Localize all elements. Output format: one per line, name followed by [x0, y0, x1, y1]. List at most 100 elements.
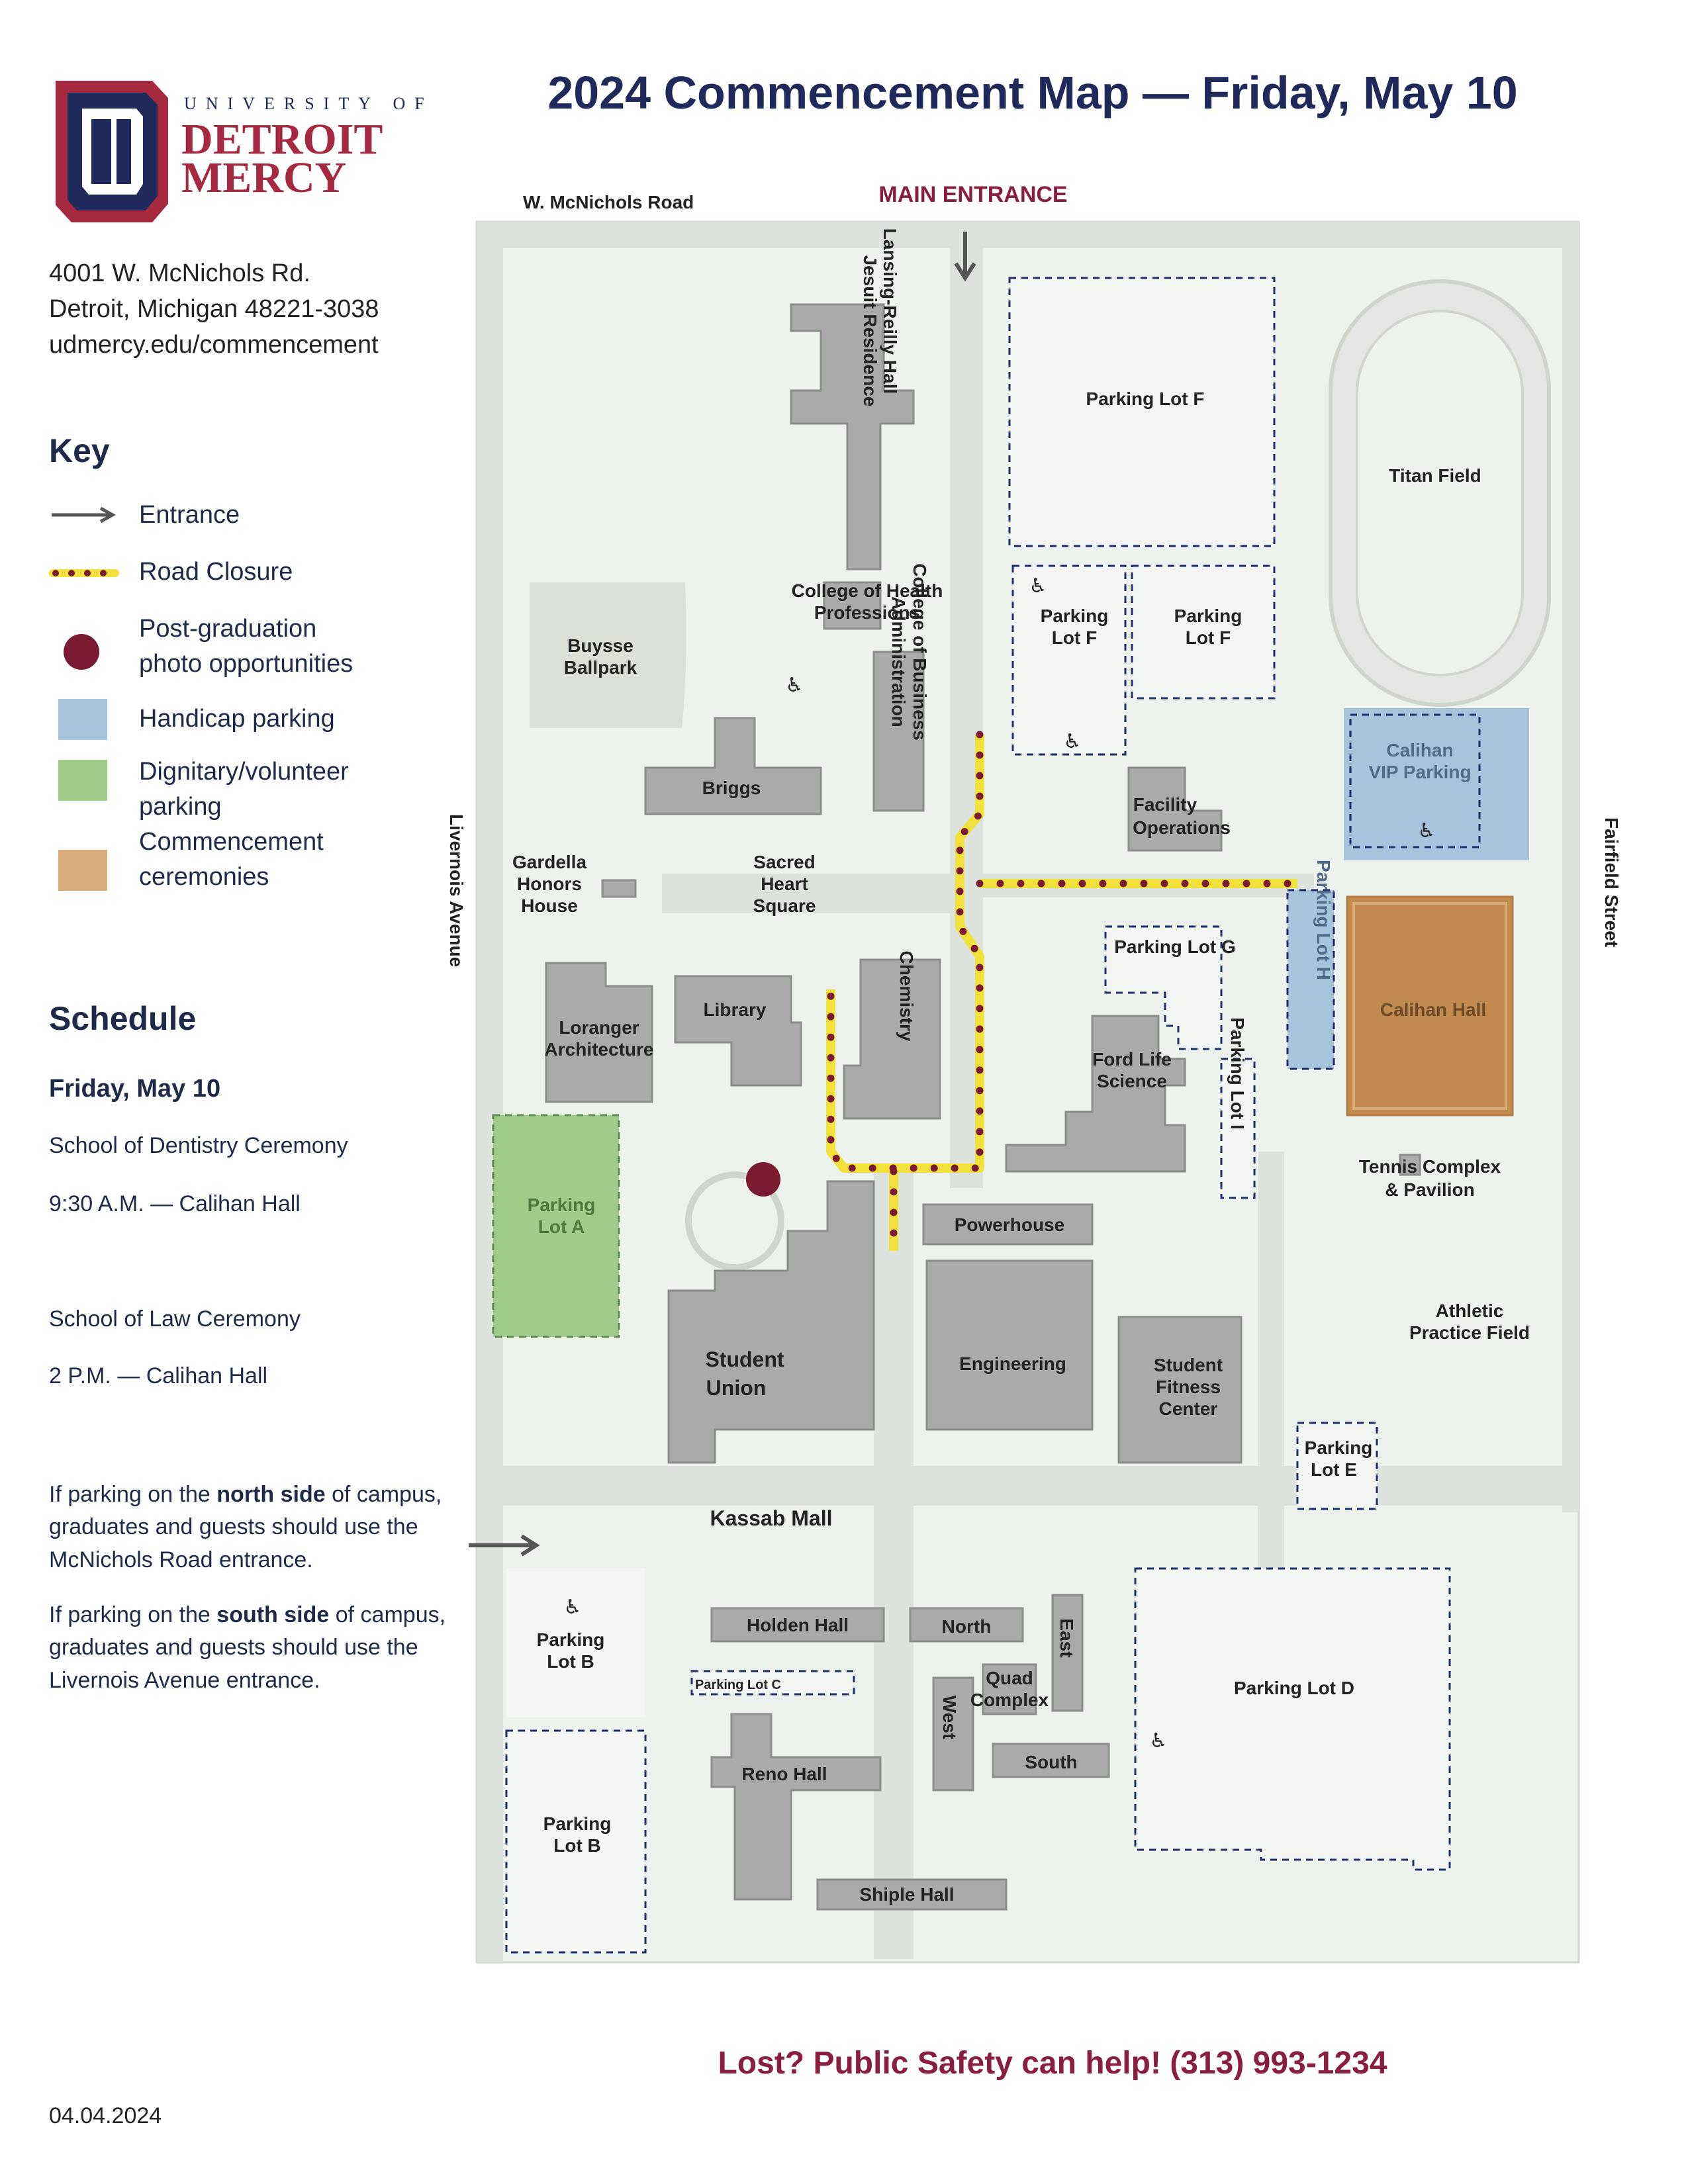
schedule-day: Friday, May 10	[49, 1075, 221, 1103]
reno-hall	[710, 1713, 882, 1901]
livernois-entrance-arrow-icon	[469, 1534, 540, 1557]
parking-lot-e	[1296, 1422, 1378, 1510]
parking-lot-f-west	[1011, 565, 1127, 756]
key-entrance-label: Entrance	[139, 501, 240, 529]
south-hall-label: South	[1025, 1752, 1077, 1772]
athletic-label1: Athletic	[1436, 1300, 1504, 1321]
handicap-icon: ♿	[1418, 819, 1436, 842]
quad-complex	[982, 1663, 1037, 1715]
titan-field-label: Titan Field	[1389, 465, 1481, 486]
powerhouse	[922, 1203, 1094, 1246]
lot-g-label: Parking Lot G	[1114, 936, 1236, 957]
lot-b2-label1: Parking	[543, 1813, 612, 1834]
north-parking-note: If parking on the north side of campus, …	[49, 1482, 442, 1572]
loranger-label2: Architecture	[545, 1039, 654, 1060]
parking-lot-b-south	[505, 1729, 647, 1954]
brand-name-line2: MERCY	[181, 154, 347, 202]
parking-lot-a	[492, 1114, 620, 1338]
tennis-label2: & Pavilion	[1385, 1179, 1474, 1200]
east-hall-label: East	[1056, 1618, 1077, 1657]
fitness-label2: Fitness	[1156, 1377, 1221, 1397]
revision-date: 04.04.2024	[49, 2103, 162, 2128]
buysse-label1: Buysse	[567, 635, 633, 656]
lot-a-label1: Parking	[528, 1195, 596, 1215]
calihan-hall	[1346, 895, 1514, 1116]
lansing-reilly-hall	[790, 303, 915, 570]
street-livernois: Livernois Avenue	[446, 814, 467, 967]
address-line2: Detroit, Michigan 48221-3038	[49, 295, 379, 323]
photo-spot-dot-icon	[64, 634, 99, 670]
university-shield-logo	[56, 81, 168, 222]
brand-name-line1: DETROIT	[181, 115, 383, 163]
parking-lot-i	[1220, 1058, 1256, 1199]
lot-a-label2: Lot A	[538, 1216, 585, 1237]
public-safety-help: Lost? Public Safety can help! (313) 993-…	[718, 2046, 1387, 2081]
kassab-mall-label: Kassab Mall	[710, 1506, 833, 1530]
handicap-swatch	[58, 699, 107, 740]
holden-hall	[710, 1607, 885, 1643]
road-closure-line-icon	[49, 569, 119, 577]
parking-lot-f-north	[1008, 277, 1276, 547]
key-handicap-label: Handicap parking	[139, 705, 335, 733]
south-hall	[992, 1743, 1110, 1778]
fitness-label1: Student	[1154, 1355, 1223, 1375]
business-label1: College of Business	[910, 563, 930, 741]
street-fairfield: Fairfield Street	[1601, 817, 1622, 947]
handicap-icon: ♿	[1150, 1729, 1168, 1752]
tennis-label1: Tennis Complex	[1359, 1156, 1501, 1177]
gardella-honors-house	[601, 879, 637, 898]
vip-label2: VIP Parking	[1368, 762, 1471, 782]
address-url[interactable]: udmercy.edu/commencement	[49, 331, 379, 359]
parking-lot-b-north	[506, 1569, 645, 1717]
lot-f-big-label: Parking Lot F	[1086, 388, 1205, 409]
powerhouse-label: Powerhouse	[955, 1214, 1064, 1235]
quad-label2: Complex	[970, 1690, 1049, 1710]
reno-hall-label: Reno Hall	[741, 1764, 827, 1784]
sacred-heart-circle	[685, 1171, 784, 1271]
gardella-label3: House	[521, 895, 578, 916]
lot-e-label1: Parking	[1305, 1437, 1373, 1458]
fitness-label3: Center	[1159, 1398, 1218, 1419]
health-label1: College of Health	[792, 580, 943, 601]
facility-operations	[1127, 766, 1223, 852]
gardella-label1: Gardella	[512, 852, 586, 872]
calihan-vip-parking	[1344, 708, 1529, 860]
handicap-icons: ♿ ♿ ♿ ♿ ♿ ♿	[564, 574, 1436, 1752]
chemistry-label: Chemistry	[896, 951, 917, 1042]
ford-label2: Science	[1097, 1071, 1167, 1091]
parking-lot-d	[1134, 1567, 1451, 1871]
student-union	[667, 1180, 875, 1464]
shiple-hall-label: Shiple Hall	[859, 1884, 954, 1905]
loranger-architecture	[545, 962, 653, 1103]
college-of-health-professions	[823, 581, 882, 630]
parking-lot-g	[1104, 925, 1223, 1050]
student-union-label2: Union	[706, 1376, 767, 1400]
schedule-event2: School of Law Ceremony	[49, 1306, 301, 1332]
athletic-label2: Practice Field	[1409, 1322, 1530, 1343]
sacred-heart-label1: Sacred	[753, 852, 815, 872]
shiple-hall	[816, 1878, 1008, 1911]
chemistry	[843, 958, 941, 1120]
road-closure-route	[826, 731, 1301, 1255]
handicap-icon: ♿	[1029, 574, 1047, 598]
key-heading: Key	[49, 432, 110, 469]
student-fitness-center	[1117, 1316, 1243, 1464]
sacred-heart-label2: Heart	[761, 874, 808, 894]
library	[674, 975, 802, 1087]
sacred-heart-label3: Square	[753, 895, 816, 916]
west-hall	[932, 1676, 974, 1792]
titan-field-track	[1329, 279, 1551, 707]
lot-b1-label2: Lot B	[547, 1651, 594, 1672]
page-title: 2024 Commencement Map — Friday, May 10	[547, 67, 1518, 118]
south-parking-note: If parking on the south side of campus, …	[49, 1602, 446, 1693]
east-hall	[1051, 1594, 1084, 1712]
ceremony-swatch	[58, 850, 107, 891]
north-hall-label: North	[942, 1616, 992, 1637]
lot-e-label2: Lot E	[1311, 1459, 1357, 1480]
lansing-reilly-label1: Lansing-Reilly Hall	[880, 228, 900, 394]
lot-f2-label2: Lot F	[1186, 627, 1231, 648]
north-hall	[909, 1607, 1024, 1643]
briggs-building	[644, 717, 822, 815]
